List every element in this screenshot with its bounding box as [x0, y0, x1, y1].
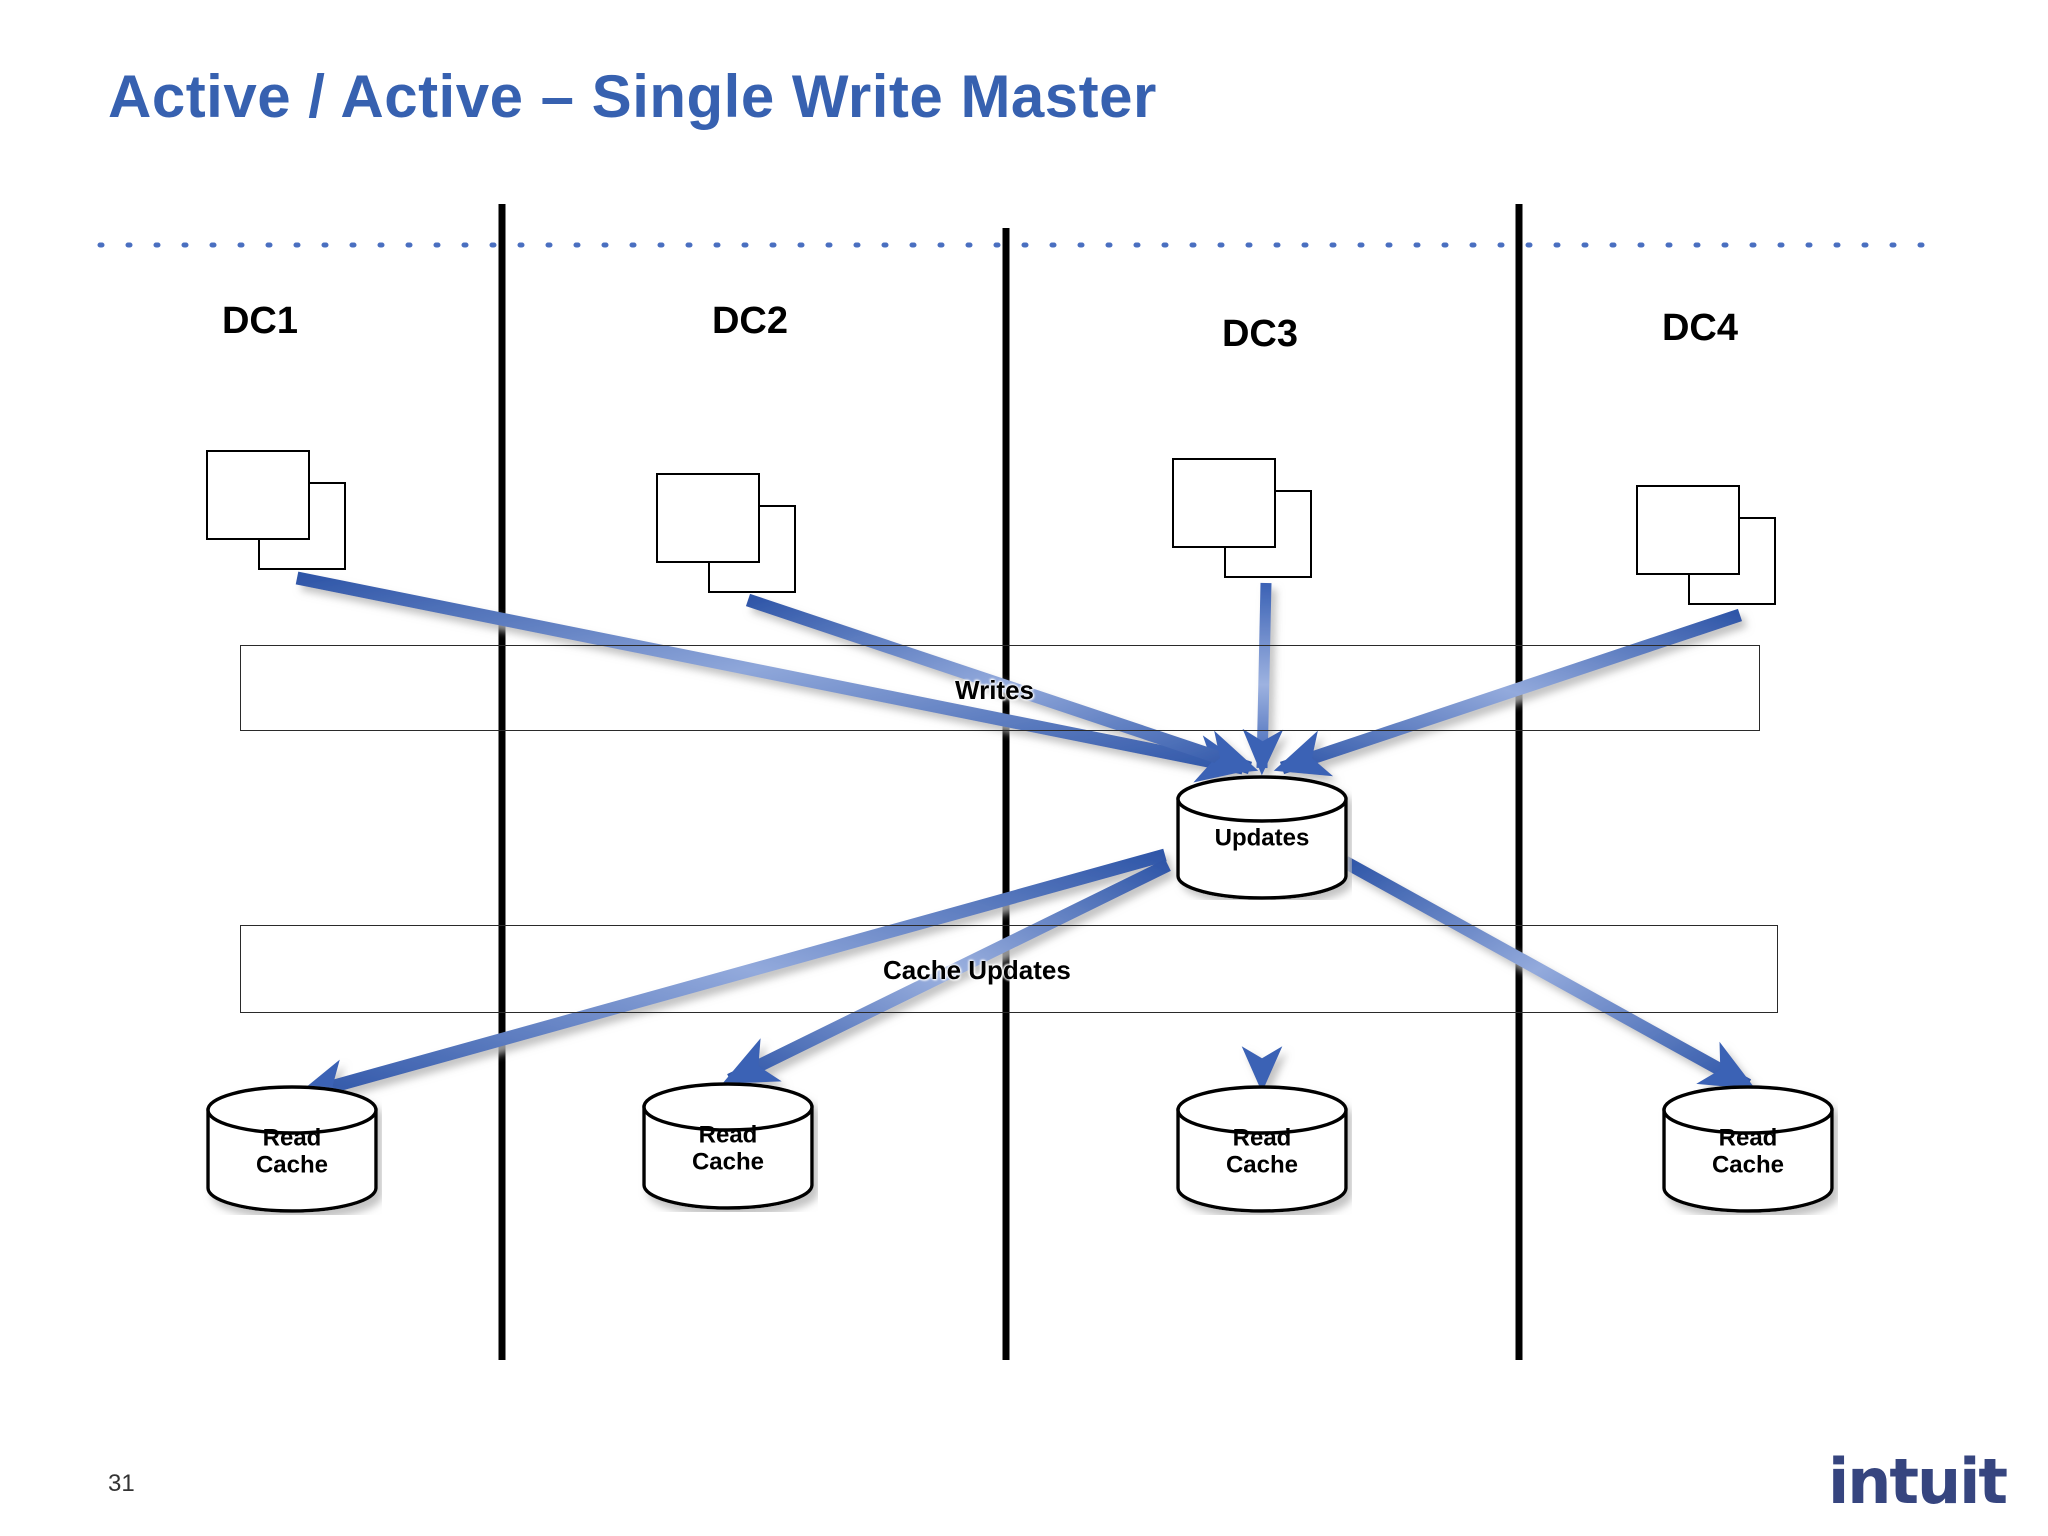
- server-front-icon: [1172, 458, 1276, 548]
- dc-label-dc2: DC2: [711, 300, 789, 342]
- server-front-icon: [1636, 485, 1740, 575]
- read-cache-dc2: Read Cache: [638, 1082, 818, 1212]
- servers-dc2: [656, 473, 796, 593]
- updates-datastore: Updates: [1172, 775, 1352, 900]
- writes-band-label: Writes: [955, 675, 1034, 705]
- server-front-icon: [206, 450, 310, 540]
- dc-label-dc1: DC1: [221, 300, 299, 342]
- read-cache-dc3: Read Cache: [1172, 1085, 1352, 1215]
- servers-dc4: [1636, 485, 1776, 605]
- servers-dc1: [206, 450, 346, 570]
- read-cache-dc1: Read Cache: [202, 1085, 382, 1215]
- dc-label-dc4: DC4: [1661, 307, 1739, 349]
- page-number: 31: [108, 1470, 135, 1497]
- intuit-logo: intuit: [1827, 1445, 2008, 1518]
- dc-label-dc3: DC3: [1221, 313, 1299, 355]
- server-front-icon: [656, 473, 760, 563]
- cache-updates-band-label: Cache Updates: [883, 955, 1071, 985]
- servers-dc3: [1172, 458, 1312, 578]
- page-title: Active / Active – Single Write Master: [108, 63, 1157, 130]
- read-cache-dc4: Read Cache: [1658, 1085, 1838, 1215]
